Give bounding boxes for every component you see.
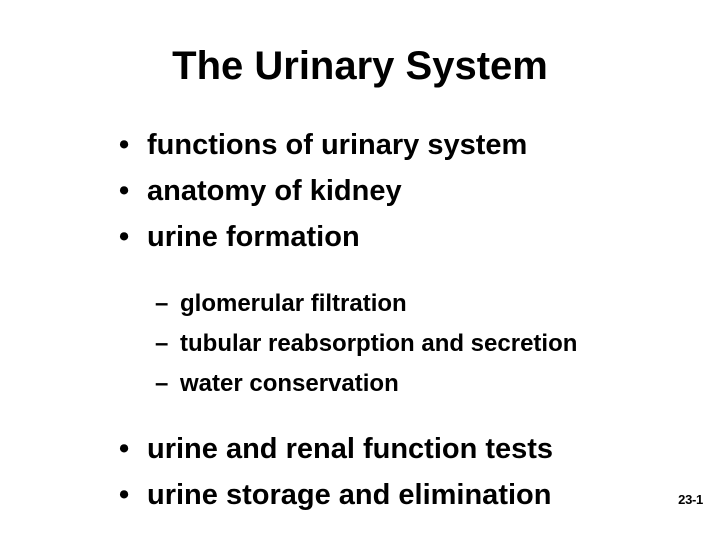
list-item-label: urine and renal function tests — [147, 433, 554, 465]
outline-list-primary: • functions of urinary system • anatomy … — [110, 122, 670, 260]
list-item: • urine formation — [110, 214, 670, 260]
list-item: – glomerular filtration — [110, 284, 670, 324]
list-item: • functions of urinary system — [110, 122, 670, 168]
slide-number: 23-1 — [678, 492, 703, 507]
list-item: – water conservation — [110, 364, 670, 404]
spacer — [110, 260, 670, 284]
page-title: The Urinary System — [172, 44, 548, 88]
list-item-label: functions of urinary system — [147, 129, 528, 161]
bullet-dash-icon: – — [155, 330, 169, 357]
bullet-dot-icon: • — [119, 221, 130, 253]
list-item-label: anatomy of kidney — [147, 175, 402, 207]
outline-list-primary-continued: • urine and renal function tests • urine… — [110, 426, 670, 518]
bullet-dot-icon: • — [119, 433, 130, 465]
bullet-dot-icon: • — [119, 129, 130, 161]
list-item: – tubular reabsorption and secretion — [110, 324, 670, 364]
list-item: • urine storage and elimination — [110, 472, 670, 518]
bullet-dash-icon: – — [155, 370, 169, 397]
outline-list-sub: – glomerular filtration – tubular reabso… — [110, 284, 670, 404]
list-item-label: tubular reabsorption and secretion — [180, 330, 578, 357]
bullet-dot-icon: • — [119, 479, 130, 511]
list-item: • urine and renal function tests — [110, 426, 670, 472]
spacer — [110, 404, 670, 426]
bullet-dot-icon: • — [119, 175, 130, 207]
slide-body: • functions of urinary system • anatomy … — [110, 122, 670, 518]
list-item-label: glomerular filtration — [180, 290, 407, 317]
list-item-label: water conservation — [180, 370, 399, 397]
bullet-dash-icon: – — [155, 290, 169, 317]
list-item-label: urine storage and elimination — [147, 479, 552, 511]
list-item-label: urine formation — [147, 221, 360, 253]
list-item: • anatomy of kidney — [110, 168, 670, 214]
